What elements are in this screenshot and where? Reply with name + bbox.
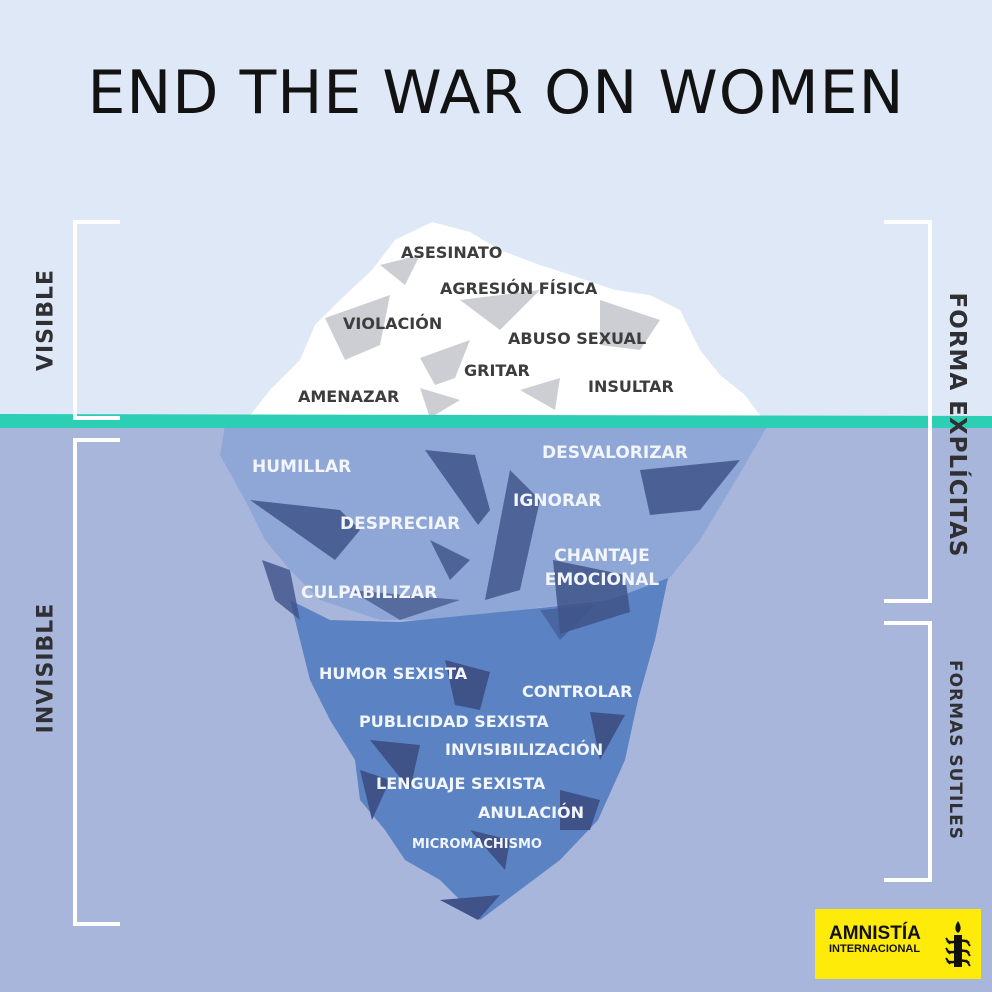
bracket-explicit [884,220,932,603]
label-despreciar: DESPRECIAR [340,514,461,534]
label-desvalorizar: DESVALORIZAR [542,443,688,463]
label-culpabilizar: CULPABILIZAR [301,583,438,603]
label-agresion-fisica: AGRESIÓN FÍSICA [440,279,598,298]
side-label-invisible: INVISIBLE [33,602,59,734]
label-chantaje-emocional: CHANTAJE EMOCIONAL [534,544,670,592]
label-invisibilizacion: INVISIBILIZACIÓN [445,740,604,759]
side-label-forma-explicitas: FORMA EXPLÍCITAS [944,292,970,558]
waterline [0,414,992,428]
logo-line1: AMNISTÍA [829,923,921,944]
page-title: END THE WAR ON WOMEN [87,58,905,128]
label-lenguaje-sexista: LENGUAJE SEXISTA [376,774,546,793]
label-chantaje-line2: EMOCIONAL [544,570,660,590]
label-humillar: HUMILLAR [252,457,352,477]
label-chantaje-line1: CHANTAJE [554,546,650,566]
label-amenazar: AMENAZAR [298,387,400,406]
label-humor-sexista: HUMOR SEXISTA [319,664,468,683]
label-controlar: CONTROLAR [522,682,633,701]
label-ignorar: IGNORAR [513,491,602,511]
bracket-visible [73,220,120,420]
iceberg-underwater-lower [290,578,668,920]
label-gritar: GRITAR [464,361,530,380]
label-asesinato: ASESINATO [401,243,503,262]
label-anulacion: ANULACIÓN [478,803,585,822]
side-label-visible: VISIBLE [33,268,59,372]
iceberg-tip-facets [325,255,660,418]
bracket-subtle [884,621,932,882]
label-publicidad-sexista: PUBLICIDAD SEXISTA [359,712,549,731]
logo-line2: INTERNACIONAL [829,942,921,955]
amnesty-logo: AMNISTÍA INTERNACIONAL [815,909,981,979]
label-insultar: INSULTAR [588,377,674,396]
label-abuso-sexual: ABUSO SEXUAL [508,329,647,348]
logo-text: AMNISTÍA INTERNACIONAL [829,924,921,955]
iceberg-underwater-upper [220,425,768,620]
iceberg-facets [250,450,740,920]
label-violacion: VIOLACIÓN [343,314,443,333]
candle-barbed-wire-icon [945,921,971,967]
label-micromachismo: MICROMACHISMO [412,837,542,852]
side-label-formas-sutiles: FORMAS SUTILES [945,659,965,841]
bracket-invisible [73,438,120,926]
brackets [73,220,932,926]
